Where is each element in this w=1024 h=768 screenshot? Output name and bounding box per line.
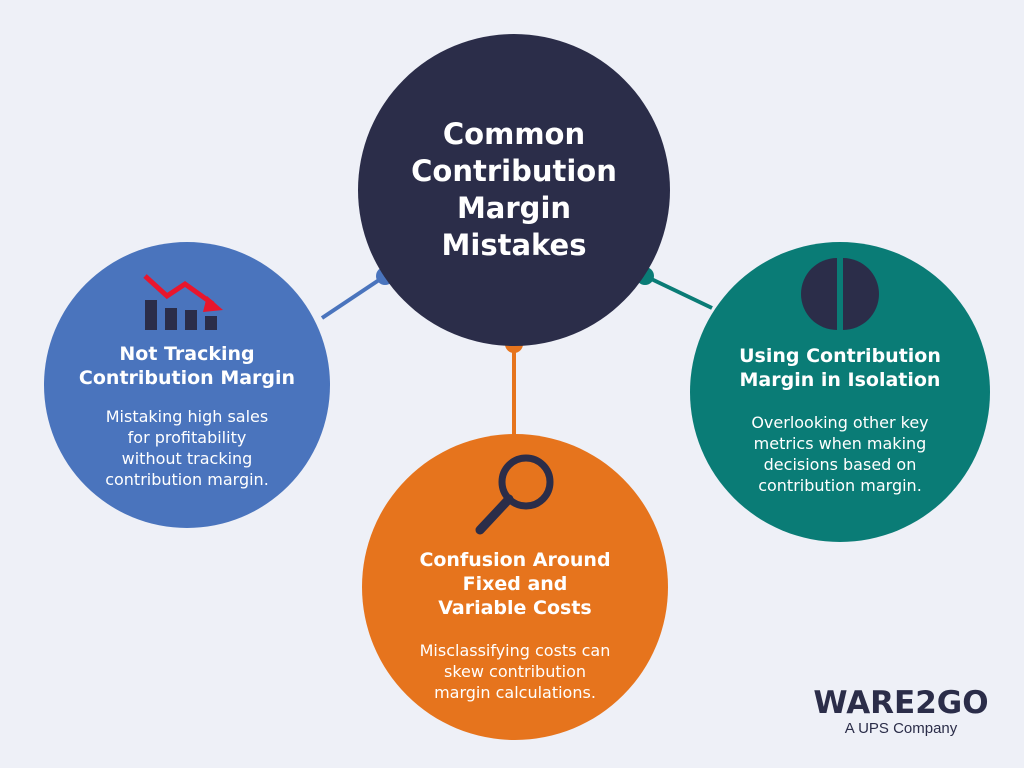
declining-bar-chart-icon [143, 274, 223, 330]
connector-right [644, 274, 713, 310]
brand-name: WARE2GO [813, 685, 989, 721]
mistake-title: Not Tracking Contribution Margin [78, 343, 296, 389]
brand-tagline: A UPS Company [844, 720, 958, 737]
mistake-description: Misclassifying costs can skew contributi… [419, 641, 611, 702]
mistake-isolation: Using Contribution Margin in Isolation O… [690, 242, 990, 542]
mistake-description: Overlooking other key metrics when makin… [751, 413, 929, 495]
mistake-title: Using Contribution Margin in Isolation [739, 345, 941, 391]
center-circle: Common Contribution Margin Mistakes [358, 34, 670, 346]
magnifying-glass-icon [475, 454, 554, 535]
connector-left [320, 274, 387, 320]
brand-logo: WARE2GO A UPS Company [806, 686, 996, 738]
mistake-description: Mistaking high sales for profitability w… [105, 407, 269, 489]
split-circle-icon [801, 258, 879, 330]
diagram-title: Common Contribution Margin Mistakes [411, 117, 617, 262]
mistake-title: Confusion Around Fixed and Variable Cost… [419, 549, 611, 619]
mistake-not-tracking: Not Tracking Contribution Margin Mistaki… [44, 242, 330, 528]
mistake-confusion-costs: Confusion Around Fixed and Variable Cost… [362, 434, 668, 740]
